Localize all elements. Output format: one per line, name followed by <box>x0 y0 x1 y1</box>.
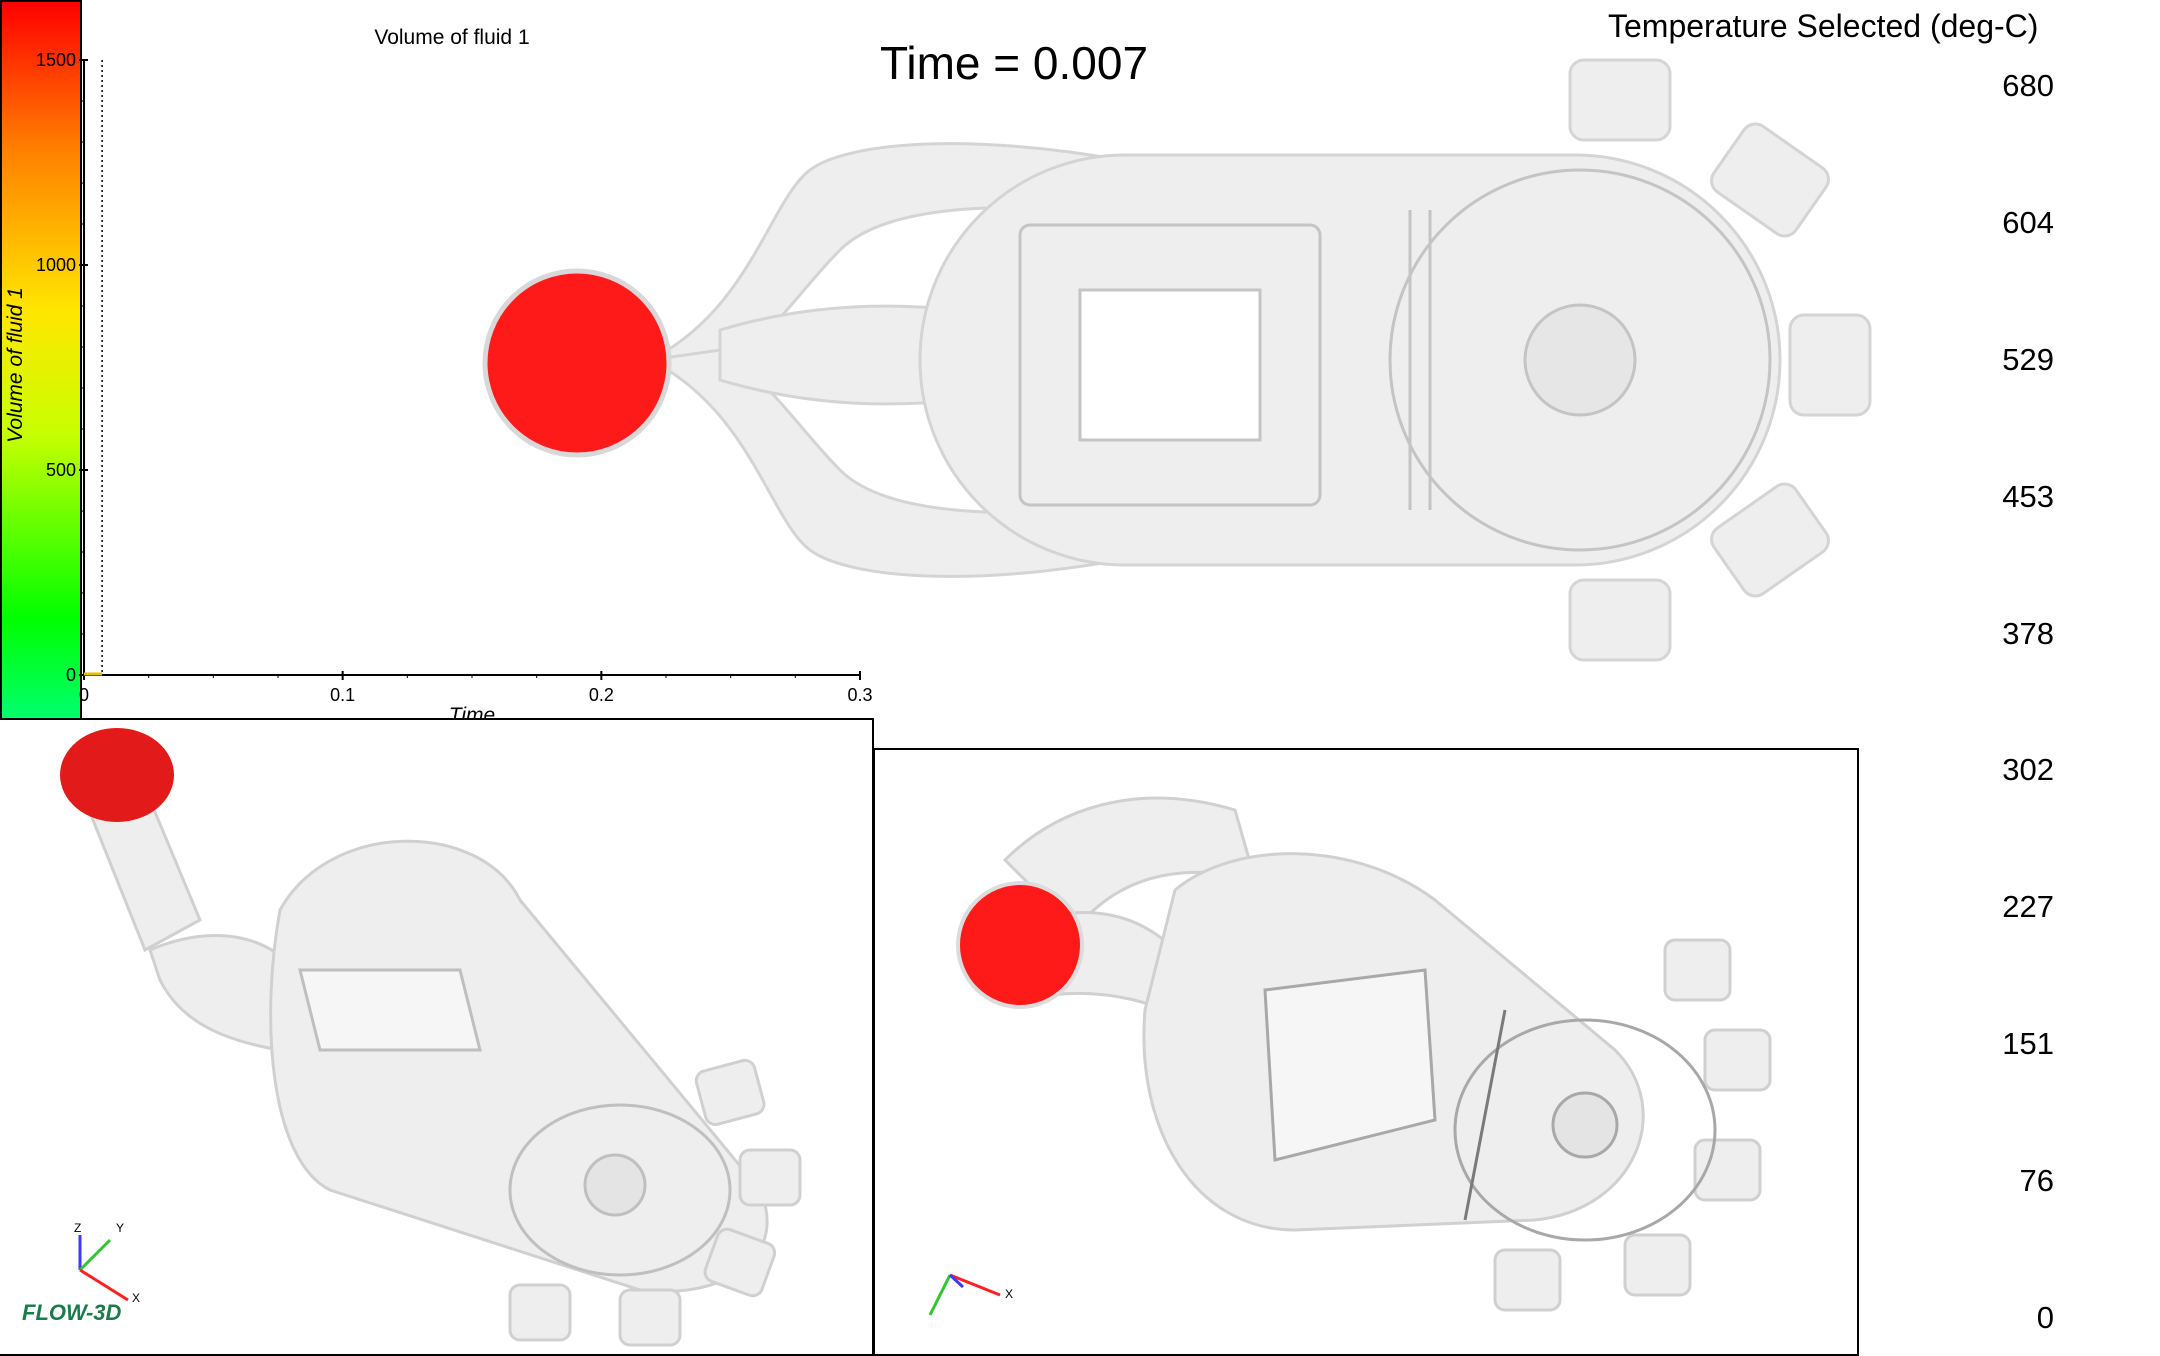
iso-sprue-fluid <box>60 728 174 822</box>
iso-view-render: Z Y X <box>60 728 802 1347</box>
oblique-block <box>1703 1028 1772 1092</box>
axis-z-label: Z <box>74 1221 81 1235</box>
oblique-runner <box>1002 796 1258 933</box>
oblique-block <box>1493 1248 1562 1312</box>
axis-triad-oblique <box>928 1273 1001 1316</box>
volume-plot: Volume of fluid 1 0 500 1000 1500 0 0.1 0.2 0.… <box>4 26 873 727</box>
top-view-render <box>482 58 1872 662</box>
legend-tick-label: 680 <box>2002 68 2054 103</box>
legend-tick-label: 453 <box>2002 478 2054 514</box>
legend-tick-label: 76 <box>2019 1163 2054 1199</box>
iso-block <box>694 1058 766 1127</box>
plot-y-label: Volume of fluid 1 <box>4 287 27 443</box>
overflow-block <box>1710 482 1830 598</box>
legend-title: Temperature Selected (deg-C) <box>1608 8 2039 44</box>
x-tick-label: 0.3 <box>847 685 872 705</box>
legend-tick-label: 0 <box>2036 1300 2054 1335</box>
y-tick-label: 1000 <box>36 255 76 275</box>
oblique-view-render: X <box>928 796 1772 1316</box>
time-label: Time = 0.007 <box>880 37 1149 89</box>
axis-y-label: Y <box>116 1221 124 1235</box>
overflow-block <box>1788 313 1872 417</box>
flow3d-logo: FLOW-3D <box>22 1300 122 1325</box>
axis-x-label: X <box>1005 1287 1013 1301</box>
legend-tick-label: 529 <box>2002 341 2054 377</box>
sprue-fluid <box>482 268 672 458</box>
y-tick-label: 500 <box>46 460 76 480</box>
y-tick-label: 0 <box>66 665 76 685</box>
overflow-block <box>1710 122 1830 238</box>
axis-triad-iso <box>78 1235 129 1302</box>
x-tick-label: 0 <box>79 685 89 705</box>
y-tick-label: 1500 <box>36 50 76 70</box>
legend-tick-label: 604 <box>2002 204 2054 240</box>
wheel-outer <box>1388 168 1772 552</box>
legend-tick-label: 151 <box>2002 1026 2054 1062</box>
overflow-block <box>1568 58 1672 142</box>
oblique-sprue-fluid <box>956 881 1084 1009</box>
wheel-hub <box>1523 303 1637 417</box>
plot-title: Volume of fluid 1 <box>374 26 529 49</box>
iso-block <box>738 1148 802 1207</box>
iso-block <box>618 1288 682 1347</box>
oblique-block <box>1663 938 1732 1002</box>
overflow-block <box>1568 578 1672 662</box>
x-tick-label: 0.1 <box>330 685 355 705</box>
oblique-block <box>1623 1233 1692 1297</box>
oblique-wheel <box>1453 1018 1717 1242</box>
axis-x-label: X <box>132 1291 140 1305</box>
iso-block <box>703 1227 777 1298</box>
legend-tick-label: 227 <box>2002 889 2054 925</box>
inner-cavity <box>1018 223 1322 507</box>
iso-view-panel: Z Y X <box>0 718 874 1356</box>
iso-block <box>508 1283 572 1342</box>
main-casting-body <box>918 153 1782 567</box>
sprue-column <box>82 798 202 953</box>
oblique-view-panel: X <box>873 748 1859 1356</box>
legend-tick-label: 378 <box>2002 615 2054 651</box>
inner-window <box>1078 288 1262 442</box>
iso-wheel <box>508 1103 732 1277</box>
legend-tick-label: 302 <box>2002 752 2054 788</box>
x-tick-label: 0.2 <box>589 685 614 705</box>
